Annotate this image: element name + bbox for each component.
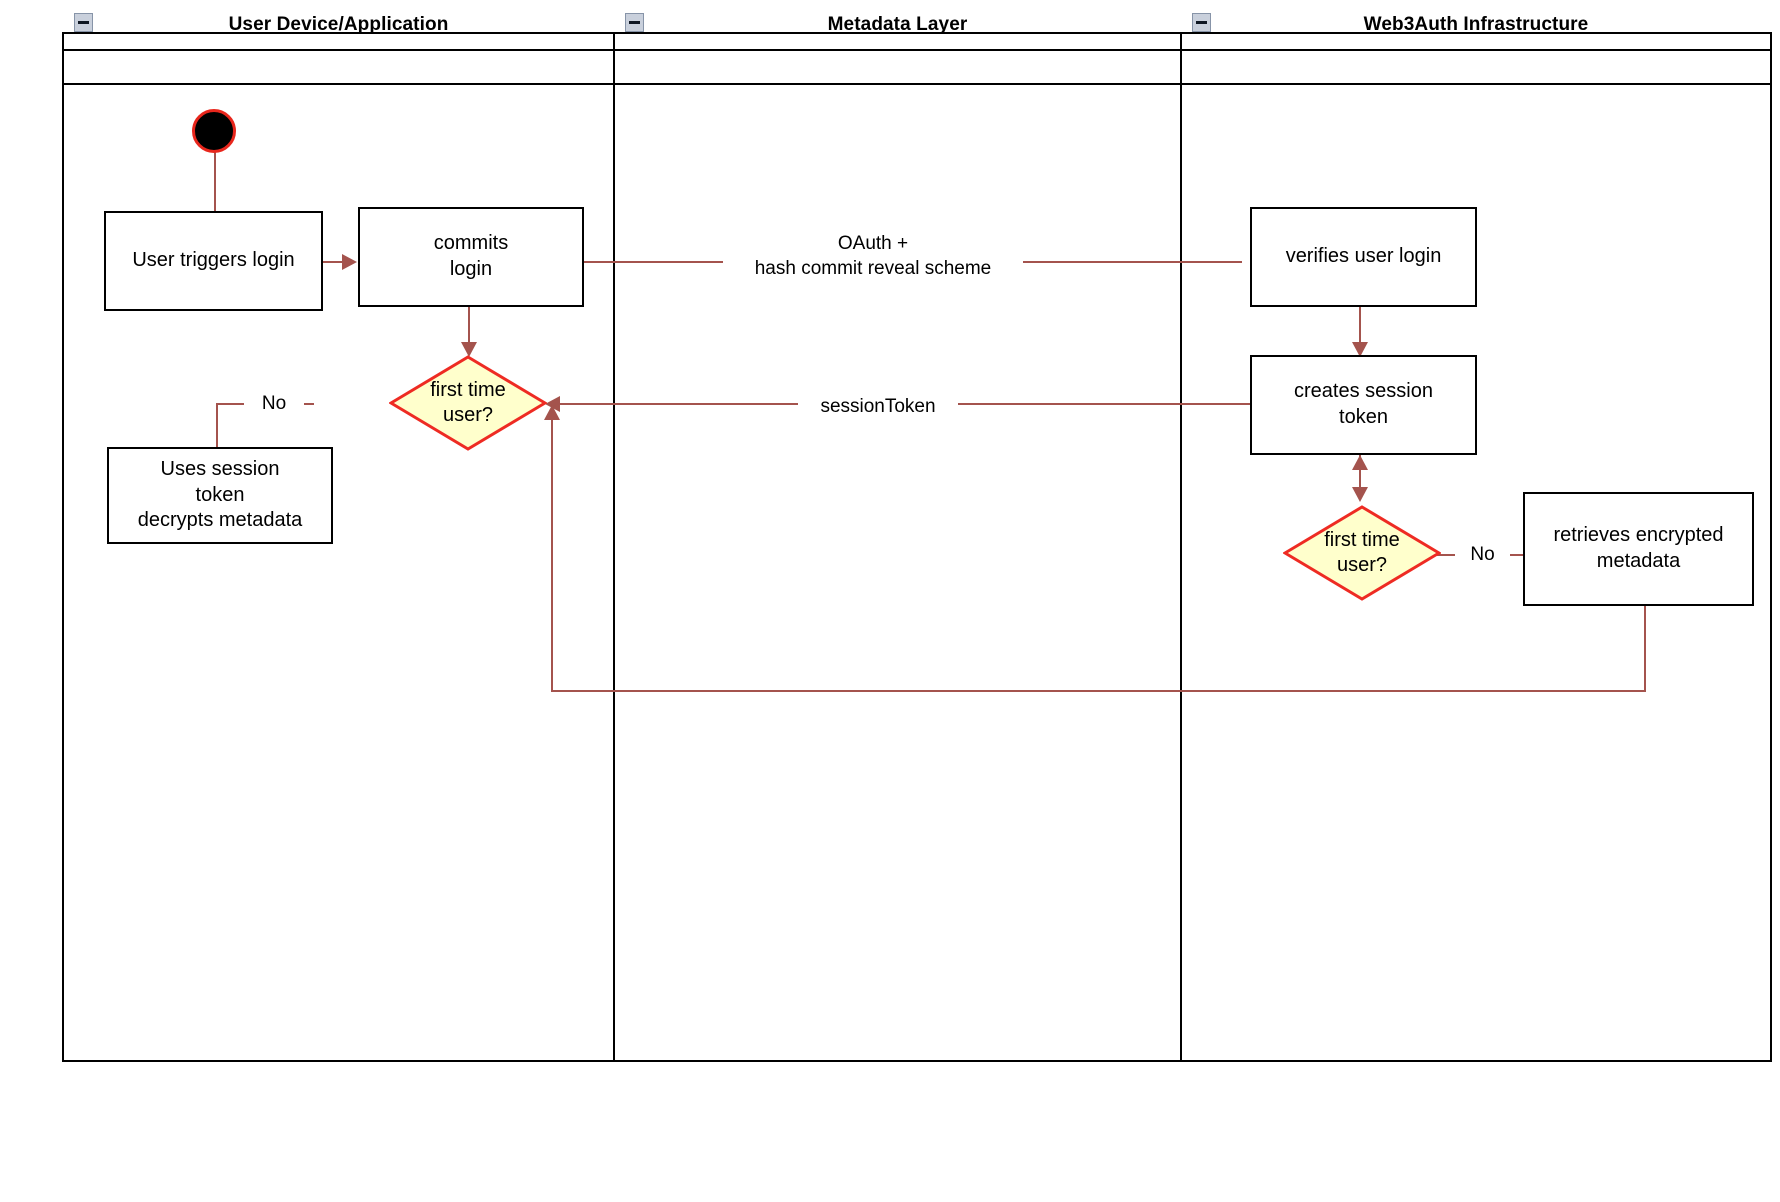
activity-verifies-user-login[interactable]: verifies user login	[1250, 207, 1477, 307]
activity-user-triggers-login[interactable]: User triggers login	[104, 211, 323, 311]
edge-no-left-segment-b	[216, 403, 246, 405]
lane-user-device: User Device/Application	[64, 0, 613, 1202]
arrowhead-down-decision-left	[461, 342, 477, 357]
decision-first-time-user-right[interactable]: first time user?	[1283, 505, 1441, 601]
edge-session-token-segment-left	[560, 403, 800, 405]
activity-uses-session-token[interactable]: Uses session token decrypts metadata	[107, 447, 333, 544]
decision-label-right: first time user?	[1324, 529, 1400, 576]
decision-label-left: first time user?	[430, 379, 506, 426]
diamond-shape	[389, 355, 547, 451]
minus-icon[interactable]	[625, 13, 644, 32]
edge-no-left-down	[216, 403, 218, 448]
edge-return-down	[1644, 606, 1646, 691]
lane-title-metadata-layer: Metadata Layer	[827, 13, 968, 35]
edge-no-right-segment-b	[1496, 554, 1524, 556]
edge-verifies-to-creates	[1359, 307, 1361, 352]
decision-first-time-user-left[interactable]: first time user?	[389, 355, 547, 451]
lane-header-user-device[interactable]: User Device/Application	[64, 0, 613, 51]
edge-creates-to-decision-right	[1359, 455, 1361, 500]
arrowhead-down-decision-right	[1352, 487, 1368, 502]
activity-creates-session-token[interactable]: creates session token	[1250, 355, 1477, 455]
lane-title-web3auth: Web3Auth Infrastructure	[1363, 13, 1589, 35]
lane-header-metadata-layer[interactable]: Metadata Layer	[615, 0, 1180, 51]
edge-oauth-segment-right	[1008, 261, 1242, 263]
edge-label-session-token: sessionToken	[798, 395, 958, 420]
arrowhead-up-creates-session	[1352, 455, 1368, 470]
arrowhead-up-decision-left	[544, 405, 560, 420]
activity-retrieves-encrypted-metadata[interactable]: retrieves encrypted metadata	[1523, 492, 1754, 606]
edge-start-to-user-triggers-login	[214, 150, 216, 212]
lane-header-web3auth[interactable]: Web3Auth Infrastructure	[1182, 0, 1770, 51]
edge-commits-to-decision	[468, 307, 470, 352]
minus-icon[interactable]	[74, 13, 93, 32]
lane-divider-1	[613, 32, 615, 1062]
edge-oauth-segment-left	[583, 261, 728, 263]
edge-return-up	[551, 418, 553, 691]
diamond-shape	[1283, 505, 1441, 601]
minus-icon[interactable]	[1192, 13, 1211, 32]
edge-session-token-segment-mid	[945, 403, 1243, 405]
edge-label-oauth: OAuth + hash commit reveal scheme	[723, 232, 1023, 282]
lane-title-user-device: User Device/Application	[228, 13, 449, 35]
arrowhead-right-commits	[342, 254, 357, 270]
start-node-icon	[192, 109, 236, 153]
lane-metadata-layer: Metadata Layer	[615, 0, 1180, 1202]
edge-return-left	[551, 690, 1646, 692]
edge-label-no-right: No	[1455, 543, 1510, 568]
edge-label-no-left: No	[244, 392, 304, 417]
edge-user-triggers-to-commits	[321, 261, 345, 263]
lane-web3auth: Web3Auth Infrastructure	[1182, 0, 1770, 1202]
arrowhead-down-creates-session	[1352, 342, 1368, 357]
edge-no-right-segment-a	[1426, 554, 1458, 556]
lane-header-separator	[62, 83, 1772, 85]
lane-divider-2	[1180, 32, 1182, 1062]
activity-commits-login[interactable]: commits login	[358, 207, 584, 307]
